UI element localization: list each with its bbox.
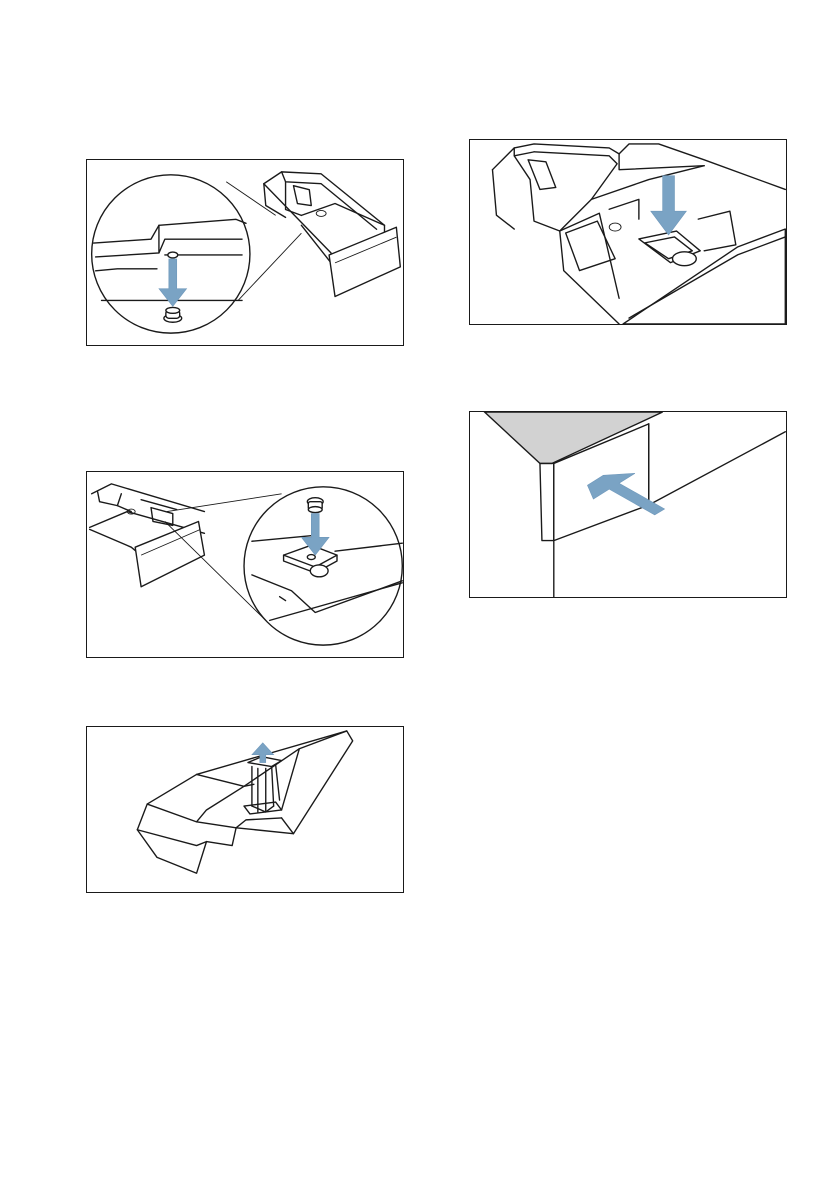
drawer-push-in-drawing bbox=[470, 412, 786, 597]
illustration-siphon-pull-up bbox=[86, 726, 404, 893]
siphon-pull-up-drawing bbox=[87, 727, 403, 892]
illustration-insert-press-down bbox=[469, 139, 787, 325]
illustration-drawer-push-in bbox=[469, 411, 787, 598]
insert-press-down-drawing bbox=[470, 140, 786, 324]
illustration-drawer-cap-removal bbox=[86, 159, 404, 346]
cap-reinsertion-drawing bbox=[87, 472, 403, 657]
drawer-cap-removal-drawing bbox=[87, 160, 403, 345]
illustration-cap-reinsertion bbox=[86, 471, 404, 658]
